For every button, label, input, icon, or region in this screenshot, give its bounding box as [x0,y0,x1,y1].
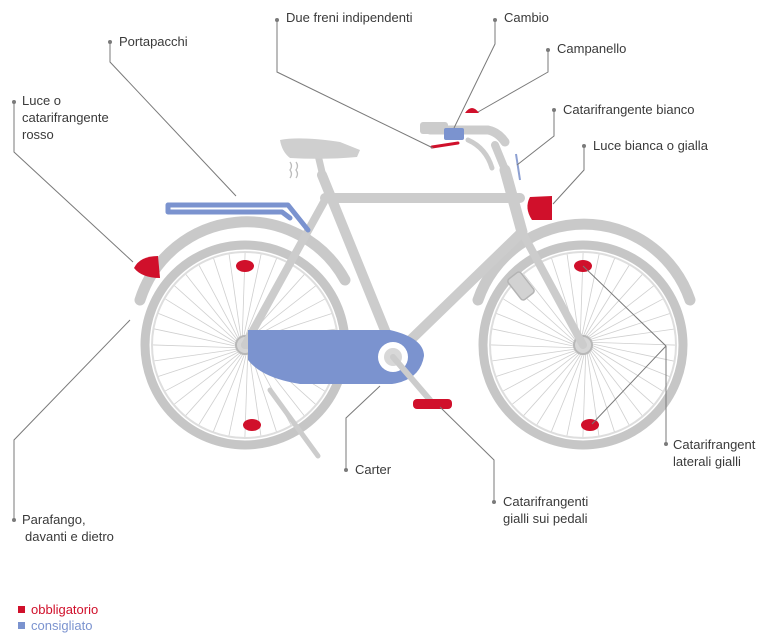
spoke [587,351,615,432]
spoke [174,285,238,343]
spoke [248,285,316,339]
spoke [590,347,654,405]
spoke [590,346,663,392]
spoke [174,351,242,405]
spoke [490,344,576,349]
label-luce-retro-line2: catarifrangente [22,110,109,125]
label-freni: Due freni indipendenti [286,10,413,25]
spoke [512,351,580,405]
label-catarifrangenti-laterali: Catarifrangent laterali gialli [673,436,755,470]
label-luce-bianca: Luce bianca o gialla [593,138,708,153]
label-parafango-line2: davanti e dietro [25,529,114,544]
saddle [280,138,360,159]
spoke [589,348,643,416]
spoke [589,313,670,341]
spoke [566,254,580,339]
legend-recommended: consigliato [18,618,92,634]
legend-required-label: obbligatorio [31,602,99,617]
spoke [587,298,663,340]
spoke [154,348,239,362]
chainguard [248,330,424,384]
label-portapacchi: Portapacchi [119,34,188,49]
label-luce-retro-line1: Luce o [22,93,62,108]
spoke [589,328,674,342]
spoke [165,298,238,344]
spoke [503,298,576,344]
spoke [492,328,576,347]
spoke [586,285,654,339]
spoke [566,352,585,436]
white-reflector [515,153,521,181]
spoke [590,341,676,346]
spoke [158,349,239,377]
spoke [523,352,581,416]
spoke [198,265,240,341]
recommended-swatch-icon [18,622,25,629]
label-parafango-line1: Parafango, [22,512,86,527]
spoke [496,349,577,377]
label-parafango: Parafango, davanti e dietro [22,511,114,545]
spoke [523,274,577,342]
required-swatch-icon [18,606,25,613]
spoke [198,352,244,425]
spoke [228,352,247,436]
spoke [536,352,582,425]
label-carter: Carter [355,462,392,477]
spoke [158,313,238,346]
handlebar [425,125,510,147]
label-luce-retro: Luce o catarifrangente rosso [22,92,109,143]
spoke [492,348,577,362]
spoke [243,254,262,338]
required-items [134,108,599,431]
spoke [154,328,238,347]
legend-required: obbligatorio [18,602,98,618]
spoke [244,258,277,338]
rear-rack [165,202,311,233]
bike-frame [241,141,587,459]
spoke [185,352,243,416]
leader-lines [13,20,667,520]
spoke [588,349,630,425]
spoke [582,258,615,338]
label-catarifrangenti-pedali-line1: Catarifrangenti [503,494,589,509]
label-catarifrangenti-pedali: Catarifrangenti gialli sui pedali [503,493,588,527]
spoke [213,352,246,432]
dynamo [507,271,535,301]
spoke [584,265,630,338]
spoke [585,274,643,338]
spoke [165,350,241,392]
spoke [551,352,584,432]
spoke [590,344,670,377]
spoke [503,350,579,392]
shifter [444,128,464,140]
spoke [496,313,576,346]
label-catarifrangenti-laterali-line1: Catarifrangent [673,437,756,452]
legend-recommended-label: consigliato [31,618,93,633]
spoke [213,258,241,339]
label-campanello: Campanello [557,41,627,56]
label-catarifrangenti-laterali-line2: laterali gialli [673,454,741,469]
spoke [185,274,239,342]
label-cambio: Cambio [504,10,549,25]
spoke [581,254,600,338]
spoke [228,254,242,339]
label-catarifrangente-bianco: Catarifrangente bianco [563,102,695,117]
label-luce-retro-line3: rosso [22,127,54,142]
front-mudguard [472,218,696,306]
label-catarifrangenti-pedali-line2: gialli sui pedali [503,511,588,526]
spoke [590,343,674,362]
spoke [152,344,238,349]
